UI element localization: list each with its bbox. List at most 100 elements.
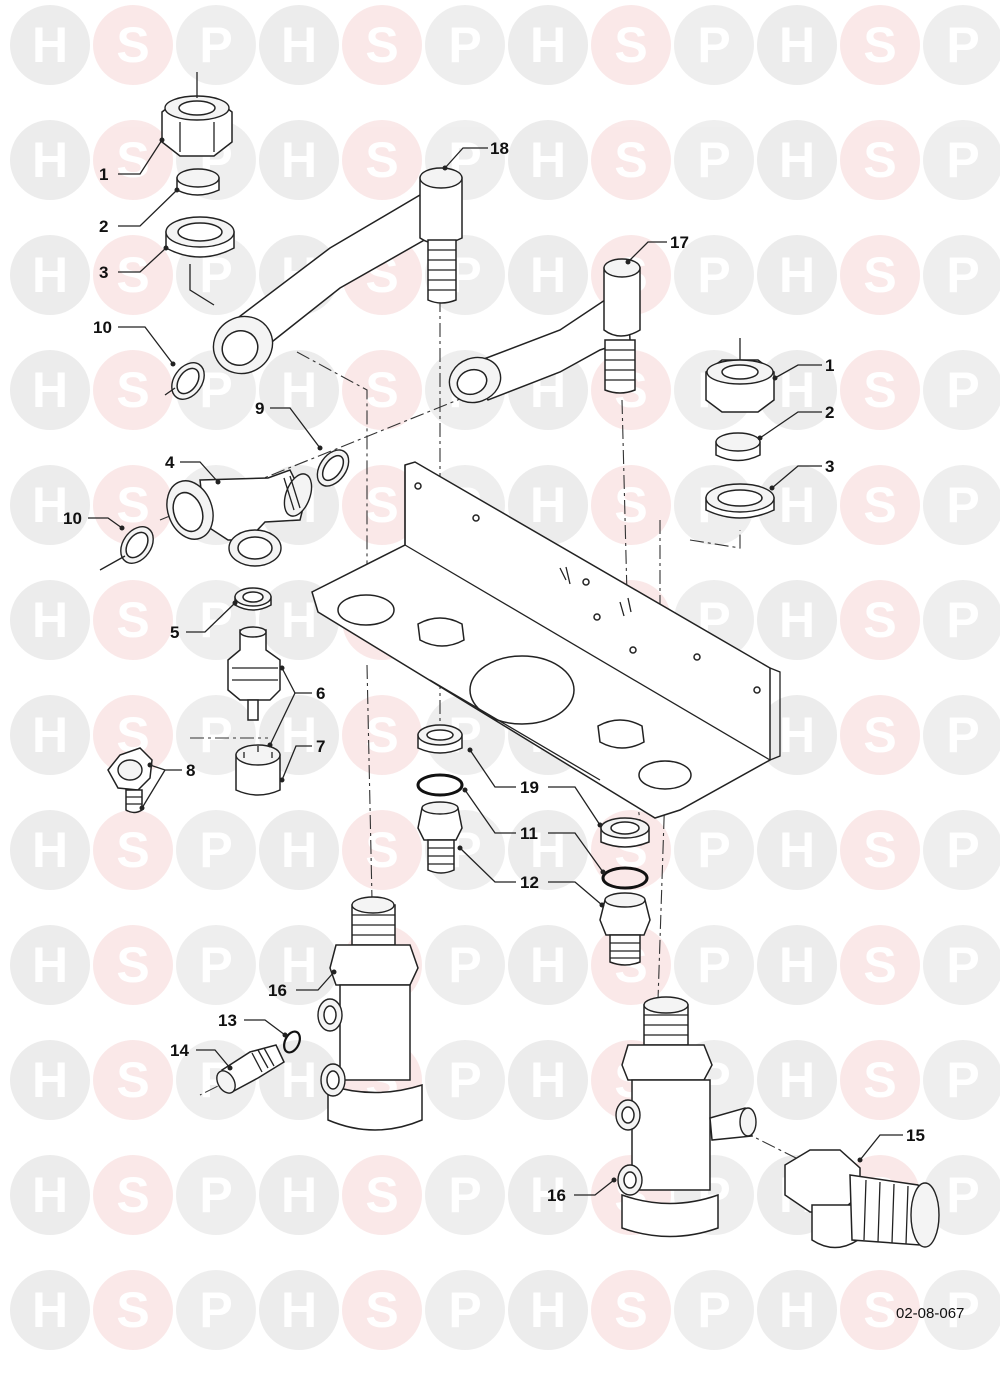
watermark-hsp-logo: H <box>757 925 837 1005</box>
watermark-hsp-logo: S <box>342 120 422 200</box>
watermark-hsp-logo: P <box>674 120 754 200</box>
watermark-hsp-logo: S <box>840 810 920 890</box>
watermark-hsp-logo: P <box>674 5 754 85</box>
mounting-bracket <box>311 461 781 819</box>
svg-text:S: S <box>116 822 149 878</box>
svg-text:S: S <box>863 1052 896 1108</box>
svg-text:S: S <box>863 477 896 533</box>
watermark-hsp-logo: P <box>176 810 256 890</box>
watermark-hsp-logo: S <box>840 235 920 315</box>
watermark-hsp-logo: P <box>425 1155 505 1235</box>
svg-text:P: P <box>697 17 730 73</box>
svg-text:S: S <box>116 132 149 188</box>
svg-text:H: H <box>530 1282 566 1338</box>
svg-text:P: P <box>448 1052 481 1108</box>
svg-text:S: S <box>365 1167 398 1223</box>
watermark-hsp-logo: P <box>923 580 1000 660</box>
watermark-hsp-logo: P <box>923 1270 1000 1350</box>
watermark-hsp-logo: H <box>259 810 339 890</box>
protective-cap-7 <box>235 744 281 796</box>
o-ring-11-right <box>601 866 649 890</box>
callout-10-upper: 10 <box>93 318 112 337</box>
pipe-elbow-18 <box>212 167 463 375</box>
svg-text:P: P <box>697 937 730 993</box>
nut-19-right <box>600 817 650 848</box>
callout-10-lower: 10 <box>63 509 82 528</box>
callout-6: 6 <box>316 684 325 703</box>
watermark-hsp-logo: P <box>674 810 754 890</box>
svg-text:H: H <box>530 822 566 878</box>
watermark-hsp-logo: S <box>840 925 920 1005</box>
svg-text:H: H <box>530 937 566 993</box>
callout-7: 7 <box>316 737 325 756</box>
svg-text:P: P <box>199 17 232 73</box>
watermark-hsp-logo: S <box>840 5 920 85</box>
watermark-hsp-logo: P <box>923 350 1000 430</box>
watermark-hsp-logo: P <box>176 5 256 85</box>
svg-text:H: H <box>281 132 317 188</box>
watermark-hsp-logo: H <box>757 465 837 545</box>
svg-text:P: P <box>199 1282 232 1338</box>
watermark-hsp-logo: H <box>10 925 90 1005</box>
svg-text:H: H <box>32 1052 68 1108</box>
svg-text:H: H <box>779 707 815 763</box>
callout-19: 19 <box>520 778 539 797</box>
watermark-hsp-logo: S <box>93 1155 173 1235</box>
watermark-hsp-logo: S <box>93 120 173 200</box>
svg-text:S: S <box>116 1052 149 1108</box>
watermark-hsp-logo: H <box>10 1270 90 1350</box>
svg-text:P: P <box>199 592 232 648</box>
watermark-hsp-logo: S <box>840 695 920 775</box>
callout-14: 14 <box>170 1041 189 1060</box>
watermark-hsp-logo: H <box>10 465 90 545</box>
svg-text:H: H <box>32 362 68 418</box>
svg-text:S: S <box>863 132 896 188</box>
svg-text:S: S <box>863 707 896 763</box>
watermark-hsp-logo: S <box>93 1270 173 1350</box>
svg-text:S: S <box>365 362 398 418</box>
handwheel-knob-8 <box>107 747 153 814</box>
svg-text:P: P <box>697 822 730 878</box>
svg-text:S: S <box>614 132 647 188</box>
watermark-hsp-logo: S <box>93 810 173 890</box>
olive-ring-top-left <box>176 168 220 196</box>
svg-text:H: H <box>32 17 68 73</box>
svg-text:H: H <box>530 1052 566 1108</box>
watermark-hsp-logo: H <box>757 580 837 660</box>
watermark-hsp-logo: S <box>93 235 173 315</box>
svg-text:H: H <box>779 477 815 533</box>
watermark-hsp-logo: H <box>10 1040 90 1120</box>
watermark-hsp-logo: S <box>840 350 920 430</box>
valve-insert-6 <box>227 626 281 721</box>
watermark-hsp-logo: H <box>10 5 90 85</box>
watermark-hsp-logo: H <box>10 695 90 775</box>
watermark-hsp-logo: H <box>10 1155 90 1235</box>
svg-text:P: P <box>946 1052 979 1108</box>
svg-text:H: H <box>32 247 68 303</box>
svg-text:S: S <box>863 937 896 993</box>
svg-text:S: S <box>863 822 896 878</box>
watermark-hsp-logo: P <box>923 925 1000 1005</box>
callout-11: 11 <box>520 824 538 843</box>
watermark-hsp-logo: H <box>259 1270 339 1350</box>
nut-19-left <box>417 724 463 754</box>
svg-text:S: S <box>116 247 149 303</box>
watermark-hsp-logo: P <box>923 235 1000 315</box>
union-nut-right <box>705 338 775 413</box>
watermark-hsp-logo: H <box>757 350 837 430</box>
svg-text:S: S <box>863 1282 896 1338</box>
callout-12: 12 <box>520 873 539 892</box>
watermark-hsp-logo: S <box>840 120 920 200</box>
radiator-valve-15 <box>784 1149 940 1249</box>
svg-text:P: P <box>946 1167 979 1223</box>
callout-3-top-left: 3 <box>99 263 108 282</box>
pipe-elbow-17 <box>448 258 641 404</box>
valve-body-16-right <box>615 996 757 1238</box>
olive-ring-right <box>715 432 761 462</box>
svg-text:H: H <box>32 822 68 878</box>
watermark-hsp-logo: S <box>342 1155 422 1235</box>
svg-text:H: H <box>281 17 317 73</box>
svg-text:S: S <box>116 1282 149 1338</box>
svg-text:H: H <box>281 822 317 878</box>
watermark-hsp-logo: P <box>923 695 1000 775</box>
